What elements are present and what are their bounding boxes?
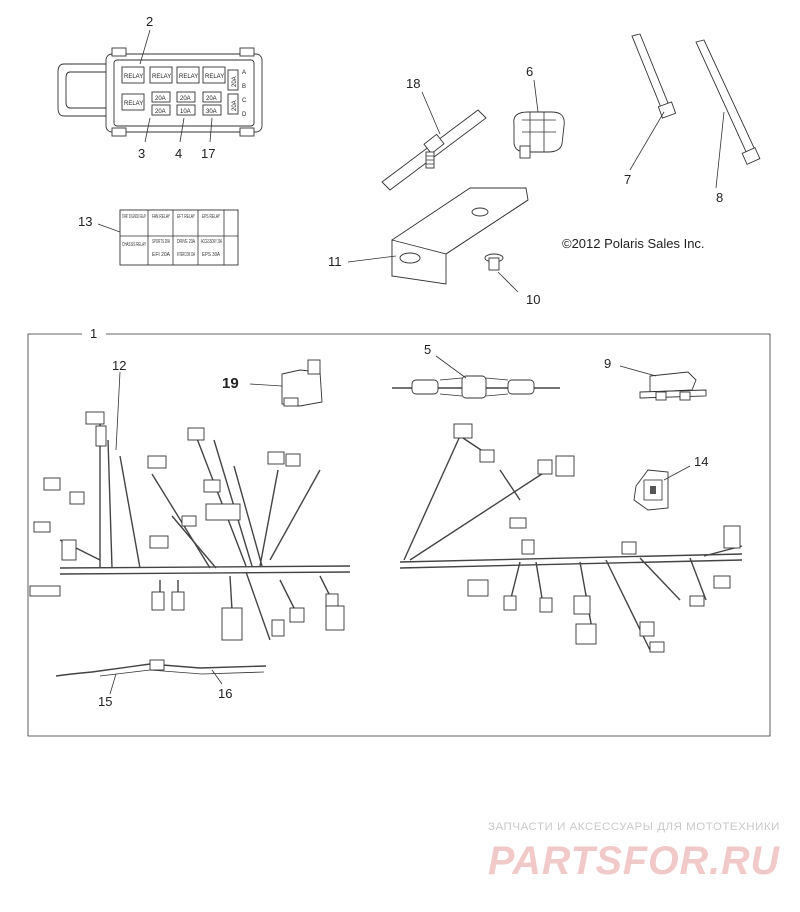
callout-8: 8 [716,190,723,205]
fuse-20a-label: 20A [232,76,238,87]
harness-5 [392,375,560,399]
fuse-20a-label: 20A [155,109,166,115]
label-fan-relay: FAN RELAY [152,214,170,220]
callout-10: 10 [526,292,540,307]
callout-14: 14 [694,454,708,469]
callout-4: 4 [175,146,182,161]
row-label-b: B [242,84,246,90]
relay-label: RELAY [179,74,198,80]
fuse-20a-label: 20A [232,100,238,111]
label-start-solenoid-relay: START SOLENOID RELAY [122,214,146,220]
harness-connector-tags-right [453,423,741,653]
cable-tie-8 [695,39,761,165]
harness-connector-tags-left [29,411,345,641]
callout-18: 18 [406,76,420,91]
callout-17: 17 [201,146,215,161]
label-chassis-relay: CHASSIS RELAY [122,242,146,248]
label-eps-relay: EPS RELAY [202,214,220,220]
connector-9 [639,371,707,401]
cable-tie-clip [381,109,487,191]
callout-9: 9 [604,356,611,371]
callout-16: 16 [218,686,232,701]
callout-2: 2 [146,14,153,29]
fuse-20a-label: 20A [180,96,191,102]
row-label-c: C [242,98,247,104]
callout-15: 15 [98,694,112,709]
watermark-brand: PARTSFOR.RU [488,839,780,883]
row-label-d: D [242,112,247,118]
cable-tie-7 [631,33,677,119]
relay-label: RELAY [205,74,224,80]
relay-label: RELAY [124,74,143,80]
label-drive-fuse: DRIVE 20A [177,239,195,245]
cap-14 [633,469,669,511]
connector-19 [281,359,323,407]
fuse-20a-label: 20A [206,96,217,102]
row-label-a: A [242,70,246,76]
label-eps-fuse: EPS 30A [202,252,221,258]
copyright-text: ©2012 Polaris Sales Inc. [562,236,705,251]
fuse-30a-label: 30A [206,109,217,115]
callout-1: 1 [90,326,97,341]
fuse-label-decal: START SOLENOID RELAY FAN RELAY EFT RELAY… [119,209,239,266]
label-eft-relay: EFT RELAY [177,214,195,220]
fuse-10a-label: 10A [180,109,191,115]
callout-5: 5 [424,342,431,357]
label-sports-fuse: SPORTS 20A [152,239,170,245]
fuse-box: RELAY RELAY RELAY RELAY RELAY 20A 20A 20… [57,47,263,137]
main-harness-left [59,420,351,641]
label-accessory-fuse: ACCESSORY 20A [201,239,222,245]
callout-7: 7 [624,172,631,187]
fuse-20a-label: 20A [155,96,166,102]
callout-11: 11 [328,254,342,269]
callout-6: 6 [526,64,533,79]
rivet-10 [484,253,504,271]
main-harness-right [399,435,743,651]
lead-15-16 [55,659,267,677]
callout-19: 19 [222,375,239,392]
callout-12: 12 [112,358,126,373]
relay-label: RELAY [152,74,171,80]
connector-6 [513,111,565,159]
relay-label: RELAY [124,101,143,107]
bracket-11 [391,187,529,285]
callout-3: 3 [138,146,145,161]
label-intercom-fuse: INTERCOM 10A [177,252,195,258]
watermark-tagline: ЗАПЧАСТИ И АКСЕССУАРЫ ДЛЯ МОТОТЕХНИКИ [488,821,780,833]
callout-13: 13 [78,214,92,229]
label-efi-fuse: EFI 20A [152,252,171,258]
